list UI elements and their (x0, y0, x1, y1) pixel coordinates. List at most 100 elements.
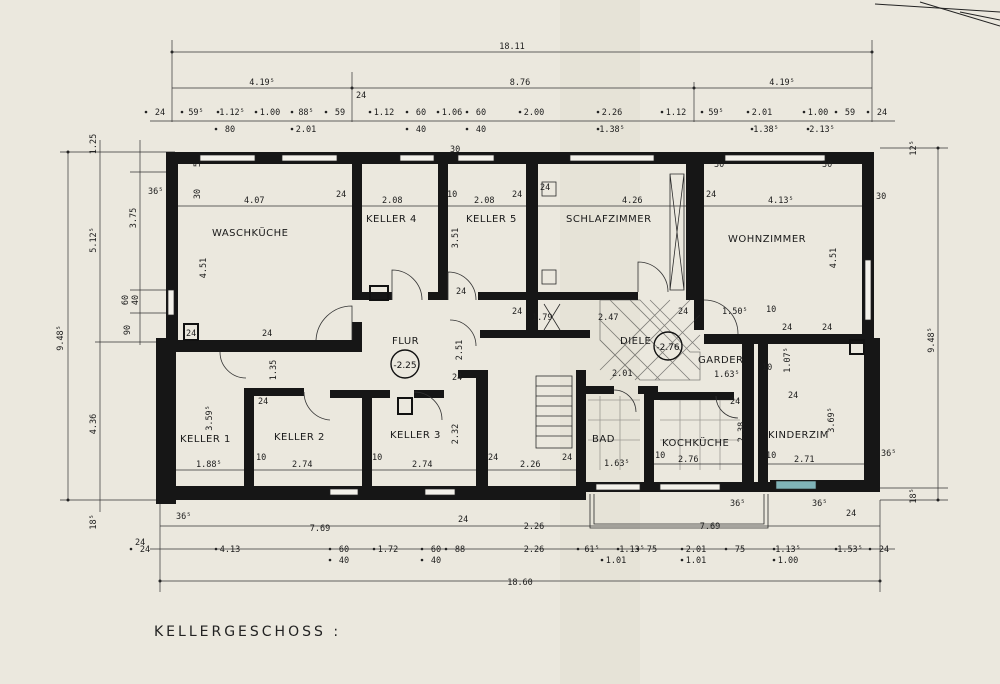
dim-top-b-5: 1.38⁵ (753, 125, 779, 135)
dim-bottom-8: 75 (647, 545, 657, 555)
level-marker-flur: -2.25 (390, 349, 420, 379)
dim-top-b-3: 40 (476, 125, 486, 135)
dim-middle: 8.76 (510, 78, 530, 88)
dim-left-512: 5.12⁵ (89, 227, 99, 253)
dim-top-a-12: 1.12 (666, 108, 686, 118)
dim-top-a-8: 1.06 (442, 108, 462, 118)
dim-w24-d: 24 (706, 190, 716, 200)
dim-top-a-14: 2.01 (752, 108, 772, 118)
room-flur: FLUR (392, 336, 419, 347)
dim-g107: 1.07⁵ (783, 347, 793, 373)
dim-top-b-4: 1.38⁵ (599, 125, 625, 135)
dim-left-30: 30 (193, 189, 203, 199)
room-garder: GARDER (698, 355, 744, 366)
dim-bottom-sub-2: 1.01 (606, 556, 626, 566)
dim-bottom-0: 24 (140, 545, 150, 555)
dim-right-block: 4.19⁵ (769, 78, 795, 88)
dim-small-4: 36⁵ (812, 499, 827, 509)
dim-top-a-17: 24 (877, 108, 887, 118)
dim-w10-d: 10 (372, 453, 382, 463)
dim-bottom-1: 4.13 (220, 545, 240, 555)
dim-upper-24: 24 (356, 91, 366, 101)
dim-201: 2.01 (612, 369, 632, 379)
dim-top-a-10: 2.00 (524, 108, 544, 118)
dim-w24-i: 24 (822, 323, 832, 333)
north-arrow-icon (874, 1, 1000, 27)
dim-small-1: 24 (458, 515, 468, 525)
dim-small-0: 36⁵ (176, 512, 191, 522)
room-dimensions: 4.07 4.51 24 2.08 2.08 10 24 3.51 30 4.2… (176, 145, 864, 471)
dim-w24-f: 24 (512, 307, 522, 317)
dim-w24-h: 24 (782, 323, 792, 333)
room-keller3: KELLER 3 (390, 430, 441, 441)
dim-right-12: 12⁵ (909, 140, 919, 155)
dim-bottom-sub-0: 40 (339, 556, 349, 566)
dim-w24-m: 24 (258, 397, 268, 407)
dim-bottom-3: 1.72 (378, 545, 398, 555)
dim-k1-h: 3.59⁵ (205, 405, 215, 431)
diele-hatch (599, 299, 701, 381)
dim-top-a-0: 24 (155, 108, 165, 118)
dim-k4-w: 2.08 (382, 196, 402, 206)
dim-bottom-5: 88 (455, 545, 465, 555)
dim-w24-b: 24 (512, 190, 522, 200)
dim-left-90: 90 (123, 325, 133, 335)
dim-right-30: 30 (876, 192, 886, 202)
dim-w24-g: 24 (678, 307, 688, 317)
dim-179: 1.79 (532, 313, 552, 323)
dim-flur-h: 2.51 (455, 340, 465, 360)
dim-10: 10 (766, 305, 776, 315)
dim-wk-h: 4.51 (199, 258, 209, 278)
dim-w10-c: 10 (256, 453, 266, 463)
dim-bottom-11: 1.13⁵ (775, 545, 801, 555)
dim-bottom-sub-1: 40 (431, 556, 441, 566)
bad-tiles (588, 396, 740, 470)
level-marker-diele: -2.76 (653, 331, 683, 361)
dim-top-b-0: 80 (225, 125, 235, 135)
dim-top-a-13: 59⁵ (708, 108, 723, 118)
room-kinderzim: KINDERZIM (768, 430, 829, 441)
dim-w24-p: 24 (562, 453, 572, 463)
dim-left-375: 3.75 (129, 208, 139, 228)
doors (219, 261, 739, 421)
dim-bad-w: 2.26 (520, 460, 540, 470)
room-wohnzimmer: WOHNZIMMER (728, 234, 806, 245)
right-dimensions: 9.48⁵ 12⁵ 30 36⁵ 18⁵ (876, 140, 948, 504)
dim-right-18: 18⁵ (909, 488, 919, 503)
dim-wz-w: 4.13⁵ (768, 196, 794, 206)
dim-w24-c: 24 (540, 183, 550, 193)
dim-bottom-13: 24 (879, 545, 889, 555)
dim-bottom-4: 60 (431, 545, 441, 555)
dim-w30-a: 30 (450, 145, 460, 155)
dim-bottom-12: 1.53⁵ (837, 545, 863, 555)
dim-k1-w: 1.88⁵ (196, 460, 222, 470)
dim-247: 2.47 (598, 313, 618, 323)
dim-top-a-3: 1.00 (260, 108, 280, 118)
dim-w24-a: 24 (336, 190, 346, 200)
dim-right-365: 36⁵ (881, 449, 896, 459)
dim-top-a-11: 2.26 (602, 108, 622, 118)
room-keller1: KELLER 1 (180, 434, 231, 445)
dim-bottom-2: 60 (339, 545, 349, 555)
dim-w10-a: 10 (447, 190, 457, 200)
dim-w24-j: 24 (788, 391, 798, 401)
dim-w10-f: 10 (766, 451, 776, 461)
dim-w24-l: 24 (262, 329, 272, 339)
dim-k3-h: 2.32 (451, 424, 461, 444)
dim-w24-o: 24 (488, 453, 498, 463)
room-diele: DIELE (620, 336, 651, 347)
dim-top-a-5: 59 (335, 108, 345, 118)
dim-k5-w: 2.08 (474, 196, 494, 206)
dim-top-a-6: 1.12 (374, 108, 394, 118)
dim-bottom-sub-3: 1.01 (686, 556, 706, 566)
dim-k2-w: 2.74 (292, 460, 312, 470)
dim-bottom-769-left: 7.69 (310, 524, 330, 534)
dim-small-3: 36⁵ (730, 499, 745, 509)
dim-kk-w: 2.76 (678, 455, 698, 465)
dim-top-a-2: 1.12⁵ (219, 108, 245, 118)
dim-left-overall: 9.48⁵ (56, 325, 66, 351)
dim-bottom-sub-4: 1.00 (778, 556, 798, 566)
dim-bottom-6: 61⁵ (584, 545, 599, 555)
